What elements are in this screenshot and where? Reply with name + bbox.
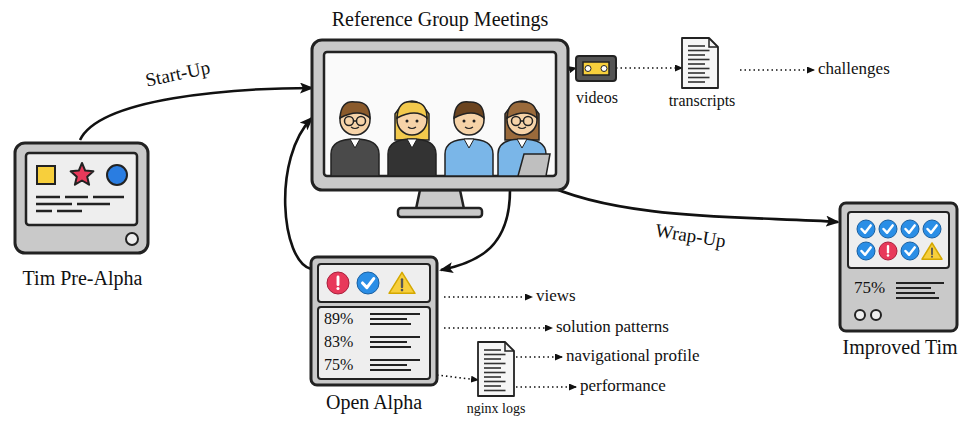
dotted-arrow bbox=[616, 67, 682, 69]
node-label: Open Alpha bbox=[306, 391, 442, 414]
output-label: views bbox=[536, 286, 576, 306]
transcript-document: transcripts bbox=[666, 36, 738, 112]
leader-line bbox=[516, 356, 562, 358]
node-label: Tim Pre-Alpha bbox=[10, 267, 155, 290]
leader-line bbox=[444, 296, 532, 298]
percentage-value: 75% bbox=[324, 356, 353, 374]
leader-line bbox=[740, 69, 814, 71]
leader-line bbox=[516, 386, 576, 388]
flow-arrow bbox=[80, 88, 312, 140]
improved-tablet: Improved Tim 75% bbox=[830, 200, 970, 362]
leader-line bbox=[444, 327, 552, 329]
output-label: performance bbox=[580, 376, 666, 396]
tablet-device: Tim Pre-Alpha bbox=[10, 140, 155, 295]
video-tape: videos bbox=[572, 50, 622, 112]
output-label: navigational profile bbox=[566, 346, 700, 366]
alpha-tablet: Open Alpha 89% 83% 75% bbox=[306, 255, 442, 417]
output-label: solution patterns bbox=[556, 317, 669, 337]
node-label: Reference Group Meetings bbox=[300, 8, 580, 31]
flow-arrow bbox=[540, 182, 838, 222]
percentage-value: 83% bbox=[324, 333, 353, 351]
meeting-monitor-drawing bbox=[300, 8, 580, 220]
percentage-value: 89% bbox=[324, 310, 353, 328]
edge-label: Start-Up bbox=[142, 56, 214, 92]
node-label: videos bbox=[572, 89, 622, 107]
dotted-arrow bbox=[437, 375, 478, 380]
percentage-value: 75% bbox=[854, 278, 885, 298]
node-label: Improved Tim bbox=[830, 336, 970, 359]
flow-arrow bbox=[285, 118, 312, 269]
output-label: challenges bbox=[818, 59, 890, 79]
node-label: transcripts bbox=[666, 92, 739, 110]
meeting-monitor: Reference Group Meetings bbox=[300, 8, 580, 220]
log-document: nginx logs bbox=[461, 340, 531, 422]
node-label: nginx logs bbox=[461, 401, 531, 417]
edge-label: Wrap-Up bbox=[651, 219, 728, 252]
